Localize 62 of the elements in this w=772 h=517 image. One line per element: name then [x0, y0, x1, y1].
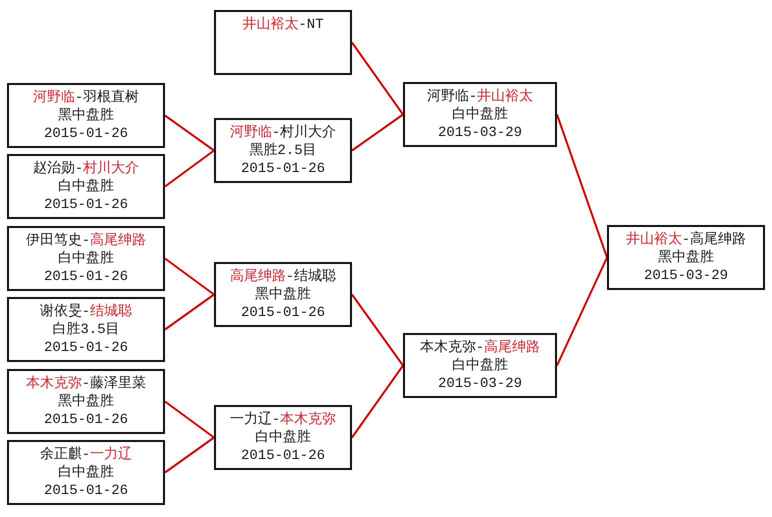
match-date: 2015-01-26: [44, 196, 128, 214]
match-result: 白中盘胜: [58, 464, 114, 482]
match-pairing: 河野临-村川大介: [230, 124, 336, 142]
match-date: 2015-01-26: [240, 447, 325, 465]
match-pairing: 井山裕太-高尾绅路: [626, 231, 746, 249]
match-pairing: 谢依旻-结城聪: [40, 303, 132, 321]
match-result: 白中盘胜: [58, 250, 114, 268]
match-box: [7, 369, 165, 434]
bracket-line: [351, 364, 404, 438]
bracket-line: [556, 114, 608, 258]
bracket-line: [351, 294, 404, 366]
bracket-line: [164, 258, 215, 296]
bracket-line: [164, 400, 215, 438]
bracket-line: [164, 436, 215, 474]
match-box: [7, 83, 165, 148]
match-date: 2015-01-26: [240, 304, 325, 322]
match-box: [214, 262, 352, 327]
match-date: 2015-01-26: [44, 339, 128, 357]
bracket-line: [556, 257, 608, 366]
match-result: 白中盘胜: [452, 106, 508, 124]
match-pairing: 一力辽-本木克弥: [230, 411, 336, 429]
match-pairing: 赵治勋-村川大介: [32, 160, 140, 178]
match-box: [214, 10, 352, 75]
match-box: [7, 154, 165, 219]
match-result: 黑中盘胜: [58, 393, 114, 411]
match-date: 2015-01-26: [240, 160, 325, 178]
match-result: 白胜3.5目: [52, 321, 120, 339]
match-result: 白中盘胜: [58, 178, 114, 196]
match-box: [607, 225, 765, 290]
bracket-line: [351, 114, 404, 152]
match-date: 2015-01-26: [44, 125, 128, 143]
match-pairing: 本木克弥-高尾绅路: [420, 339, 540, 357]
match-pairing: 余正麒-一力辽: [40, 446, 132, 464]
match-pairing: 河野临-井山裕太: [426, 88, 534, 106]
match-box: [403, 82, 557, 147]
match-result: 黑中盘胜: [658, 249, 714, 267]
match-pairing: 井山裕太-NT: [242, 16, 324, 34]
match-result: 白中盘胜: [255, 429, 311, 447]
match-pairing: 本木克弥-藤泽里菜: [26, 375, 146, 393]
match-result: 黑中盘胜: [58, 107, 114, 125]
match-box: [214, 405, 352, 470]
bracket-line: [164, 114, 215, 152]
match-date: 2015-03-29: [644, 267, 728, 285]
match-box: [7, 297, 165, 362]
match-pairing: 河野临-羽根直树: [32, 89, 140, 107]
match-result: 黑胜2.5目: [249, 142, 317, 160]
match-box: [214, 118, 352, 183]
match-box: [7, 440, 165, 505]
match-box: [7, 226, 165, 291]
match-pairing: 伊田笃史-高尾绅路: [26, 232, 146, 250]
bracket-line: [164, 150, 215, 188]
match-result: 黑中盘胜: [255, 286, 311, 304]
match-box: [403, 333, 557, 398]
bracket-line: [351, 42, 404, 116]
match-date: 2015-01-26: [44, 411, 128, 429]
match-pairing: 高尾绅路-结城聪: [230, 268, 336, 286]
match-date: 2015-01-26: [44, 482, 128, 500]
match-date: 2015-01-26: [44, 268, 128, 286]
match-result: 白中盘胜: [452, 357, 508, 375]
match-date: 2015-03-29: [438, 375, 522, 393]
match-date: 2015-03-29: [438, 124, 522, 142]
bracket-line: [164, 294, 215, 330]
